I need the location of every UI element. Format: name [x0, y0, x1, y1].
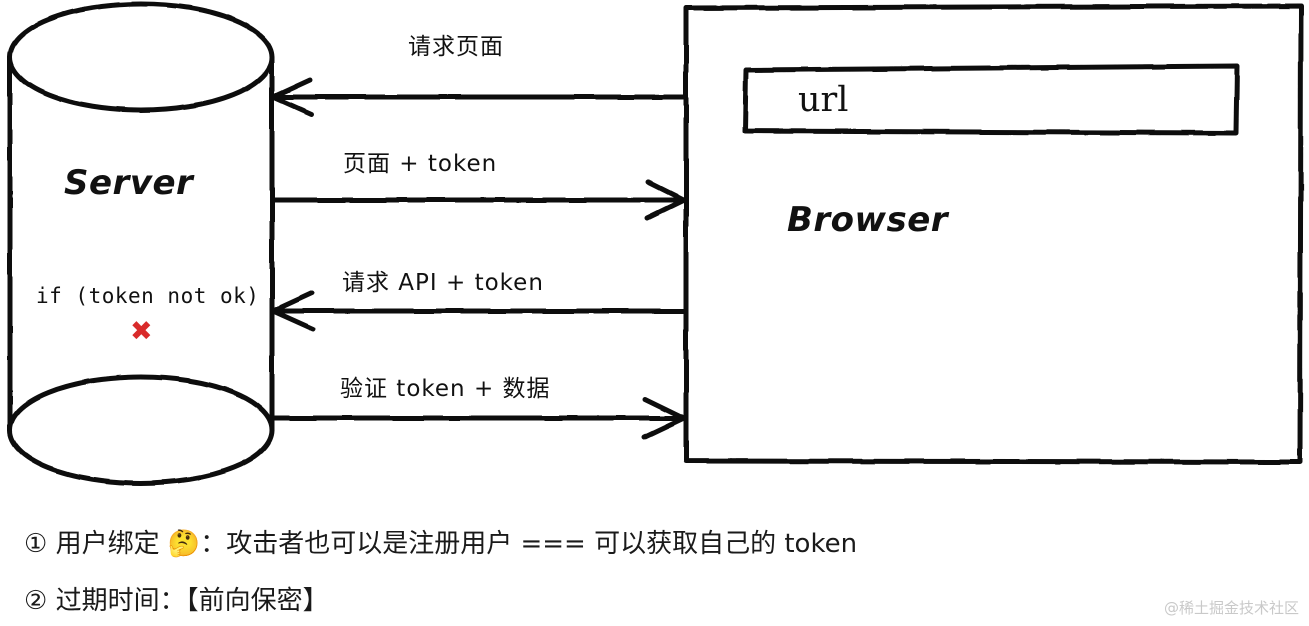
server-label: Server	[64, 163, 194, 203]
note-line-2: ② 过期时间：【前向保密】	[24, 586, 329, 616]
arrow-request-page	[270, 77, 687, 117]
arrow-label-request-api-token: 请求 API + token	[342, 270, 544, 296]
arrow-label-page-token: 页面 + token	[343, 151, 498, 177]
server-cylinder	[7, 1, 275, 486]
arrow-label-verify-token-data: 验证 token + 数据	[340, 376, 551, 402]
arrow-verify-token-data	[271, 396, 687, 440]
note-line-1: ① 用户绑定 🤔：攻击者也可以是注册用户 === 可以获取自己的 token	[24, 529, 858, 559]
arrow-request-api-token	[270, 290, 687, 332]
red-cross-icon: ✖	[130, 316, 153, 347]
arrow-label-request-page: 请求页面	[408, 34, 504, 60]
watermark: @稀土掘金技术社区	[1163, 599, 1299, 617]
browser-label: Browser	[787, 200, 949, 240]
url-field-box[interactable]	[742, 63, 1240, 136]
url-field-value[interactable]: url	[798, 80, 849, 120]
browser-window-box	[683, 3, 1304, 465]
server-token-condition-text: if (token not ok)	[36, 284, 260, 308]
arrow-page-token	[271, 179, 687, 221]
